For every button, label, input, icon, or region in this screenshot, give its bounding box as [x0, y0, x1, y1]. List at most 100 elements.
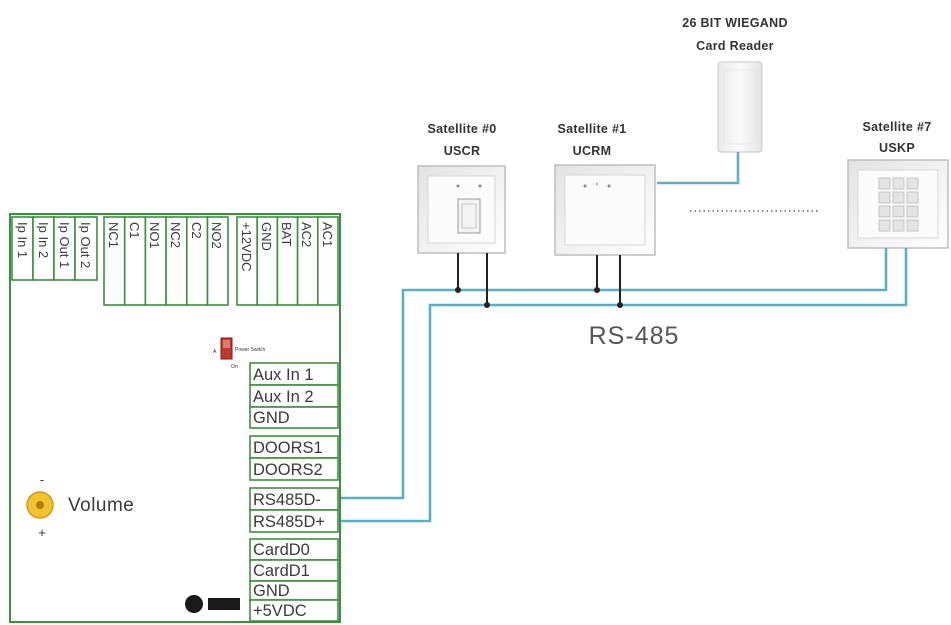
- audio-jack-icon: [185, 595, 203, 613]
- terminal-label: DOORS2: [253, 461, 323, 479]
- terminal-label: CardD0: [253, 541, 310, 559]
- rs485-plus-wire: [340, 248, 908, 523]
- terminal-cell: [206, 216, 229, 306]
- satellite-1-faceplate: [564, 174, 646, 246]
- terminal-label: RS485D-: [253, 491, 321, 509]
- terminal-label: DOORS1: [253, 439, 323, 457]
- aux-terminal-group: Aux In 1 Aux In 2 GND: [249, 362, 339, 429]
- satellite-0-model: USCR: [444, 144, 481, 158]
- satellite-7: Satellite #7 USKP: [847, 120, 949, 249]
- keypad-key: [906, 177, 919, 190]
- rs485-bus: RS-485: [340, 248, 908, 523]
- terminal-label: NC1: [106, 222, 121, 248]
- terminal-label: BAT: [279, 222, 294, 246]
- card-reader-device: [717, 61, 763, 153]
- junction-dot: [594, 287, 600, 293]
- terminal-label: Ip Out 1: [57, 222, 72, 268]
- keypad-key: [906, 191, 919, 204]
- satellite-1-model: UCRM: [573, 144, 612, 158]
- top-terminal-group-3: +12VDC GND BAT AC2 AC1: [236, 216, 339, 306]
- satellite-1: Satellite #1 UCRM: [554, 122, 656, 256]
- junction-dot: [484, 302, 490, 308]
- satellite-7-keypad: [878, 177, 919, 232]
- satellite-0-switch-rocker: [461, 203, 477, 229]
- volume-plus-label: +: [38, 525, 46, 540]
- door-terminal-group: DOORS1 DOORS2: [249, 435, 339, 481]
- power-switch-on-label: On: [231, 364, 238, 370]
- power-switch: Power Switch On A: [213, 337, 266, 370]
- keypad-key: [906, 205, 919, 218]
- terminal-cell: [74, 216, 98, 281]
- power-switch-body: [220, 337, 233, 360]
- terminal-label: CardD1: [253, 562, 310, 580]
- card-terminal-group: CardD0 CardD1 GND +5VDC: [249, 538, 339, 622]
- satellite-1-led: [596, 183, 598, 185]
- terminal-label: GND: [259, 222, 274, 251]
- volume-minus-label: -: [40, 472, 44, 487]
- card-reader-wire: [657, 152, 740, 185]
- terminal-label: NC2: [168, 222, 183, 248]
- terminal-label: NO2: [209, 222, 224, 249]
- terminal-cell: [249, 509, 339, 533]
- controller-board-outline: [9, 213, 341, 623]
- satellite-0-name: Satellite #0: [428, 122, 497, 136]
- terminal-cell: [316, 216, 339, 306]
- terminal-label: GND: [253, 582, 290, 600]
- terminal-label: GND: [253, 409, 290, 427]
- satellite-0: Satellite #0 USCR: [417, 122, 506, 254]
- satellite-7-model: USKP: [879, 141, 915, 155]
- rs485-bus-label: RS-485: [589, 322, 680, 350]
- satellite-1-name: Satellite #1: [558, 122, 627, 136]
- card-reader-title-line2: Card Reader: [696, 39, 774, 53]
- power-switch-label: Power Switch: [235, 347, 266, 353]
- satellite-1-screw: [583, 184, 587, 188]
- volume-label: Volume: [68, 495, 134, 516]
- keypad-key: [892, 205, 905, 218]
- terminal-label: Ip In 2: [36, 222, 51, 258]
- keypad-key: [878, 205, 891, 218]
- satellite-0-screw: [478, 184, 482, 188]
- junction-dot: [617, 302, 623, 308]
- rs485-minus-wire: [340, 248, 888, 500]
- volume-knob-center: [36, 501, 44, 509]
- terminal-label: Aux In 2: [253, 388, 314, 406]
- terminal-label: Ip In 1: [15, 222, 30, 258]
- junction-dot: [455, 287, 461, 293]
- satellite-0-switch: [457, 198, 481, 234]
- terminal-cell: [249, 599, 339, 622]
- rs485-terminal-group: RS485D- RS485D+: [249, 487, 339, 533]
- keypad-key: [906, 219, 919, 232]
- terminal-label: AC1: [320, 222, 335, 247]
- card-reader-face: [723, 69, 757, 145]
- power-switch-off-label: A: [213, 349, 217, 355]
- terminal-label: RS485D+: [253, 513, 325, 531]
- volume-control: - + Volume: [26, 472, 134, 540]
- terminal-label: Ip Out 2: [78, 222, 93, 268]
- keypad-key: [878, 191, 891, 204]
- card-reader: 26 BIT WIEGAND Card Reader: [657, 16, 788, 185]
- terminal-label: +5VDC: [253, 602, 307, 620]
- connector-block: [208, 598, 240, 610]
- terminal-cell: [249, 406, 339, 429]
- keypad-key: [892, 219, 905, 232]
- keypad-key: [892, 177, 905, 190]
- power-switch-toggle: [223, 340, 230, 348]
- terminal-label: NO1: [147, 222, 162, 249]
- top-terminal-group-2: NC1 C1 NO1 NC2 C2 NO2: [103, 216, 229, 306]
- terminal-label: C2: [189, 222, 204, 239]
- satellite-7-name: Satellite #7: [863, 120, 932, 134]
- satellite-0-screw: [456, 184, 460, 188]
- keypad-key: [878, 177, 891, 190]
- controller-board: Ip In 1 Ip In 2 Ip Out 1 Ip Out 2 NC1 C1…: [9, 213, 341, 623]
- card-reader-title-line1: 26 BIT WIEGAND: [682, 16, 788, 30]
- terminal-label: C1: [127, 222, 142, 239]
- terminal-label: +12VDC: [239, 222, 254, 272]
- terminal-label: Aux In 1: [253, 366, 314, 384]
- keypad-key: [878, 219, 891, 232]
- satellite-1-screw: [607, 184, 611, 188]
- keypad-key: [892, 191, 905, 204]
- top-terminal-group-1: Ip In 1 Ip In 2 Ip Out 1 Ip Out 2: [11, 216, 98, 281]
- terminal-cell: [249, 457, 339, 481]
- terminal-label: AC2: [299, 222, 314, 247]
